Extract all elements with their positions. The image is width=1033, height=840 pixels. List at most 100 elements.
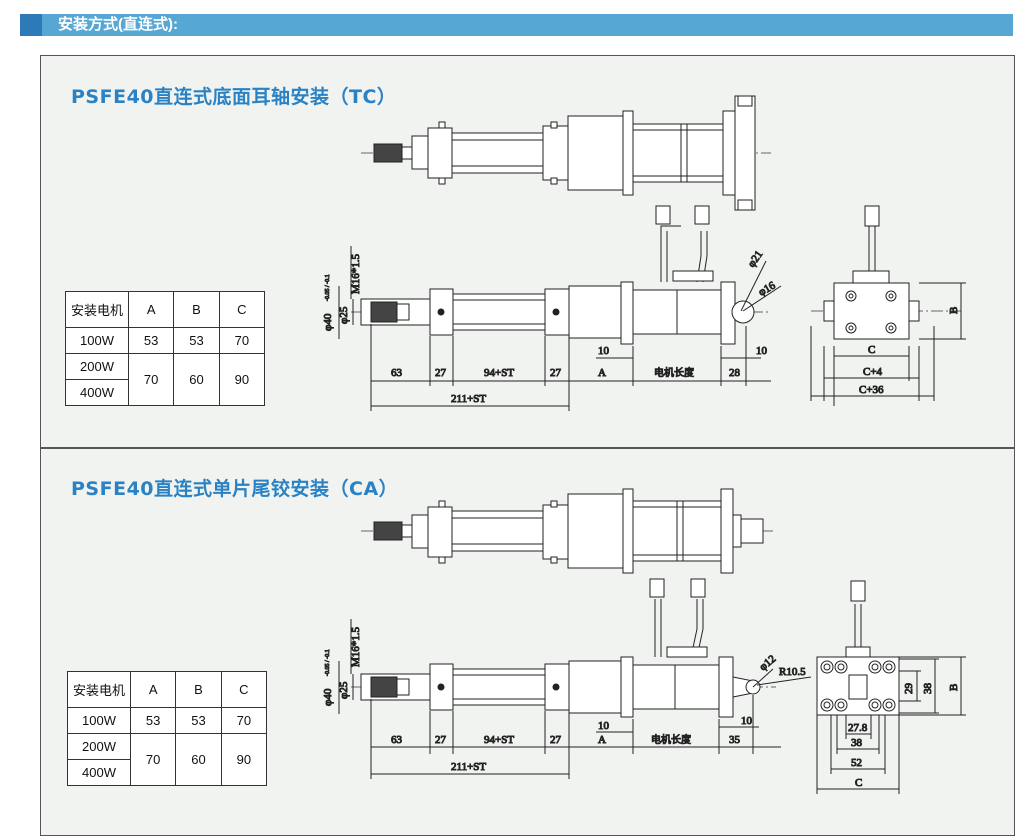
dim-c4: C+4 [863,366,883,378]
section-header-bar [20,14,1013,36]
cylinder-body [452,293,546,331]
coupling-housing [567,115,624,191]
dim-a: A [598,734,606,746]
dim-phi40: φ40 [322,313,334,331]
dim-c36: C+36 [859,384,884,396]
table-cell: 400W [65,379,129,406]
panel-title-ca: PSFE40直连式单片尾铰安装（CA） [71,478,399,500]
dim-thread: M16*1.5 [350,626,362,667]
table-cell: 400W [67,759,131,786]
dim-63: 63 [391,367,403,379]
dim-94st: 94+ST [484,734,514,746]
rod-thread [370,676,398,698]
dim-27: 27 [550,367,562,379]
table-cell: 200W [65,353,129,380]
front-cap [411,135,429,170]
table-cell: 70 [220,707,268,734]
dim-38: 38 [851,737,863,749]
dim-total: 211+ST [451,761,486,773]
table-cell: 70 [127,353,175,406]
table-cell: 60 [173,353,220,406]
front-flange [427,506,453,558]
connector [649,578,665,598]
rod-thread [373,521,403,541]
section-header-accent [20,14,42,36]
dim-phi40: φ40 [322,688,334,706]
dim-28: 28 [729,367,741,379]
dim-phi21: φ21 [746,249,766,270]
dim-tolerance: -0.05 / -0.1 [325,649,331,676]
table-cell: 90 [220,733,268,786]
table-cell: 53 [175,707,222,734]
dim-motor-length: 电机长度 [654,366,694,379]
dim-27: 27 [435,367,447,379]
coupling-housing [568,660,622,714]
clevis-tab [740,518,764,544]
dim-63: 63 [391,734,403,746]
dim-phi16: φ16 [757,279,778,298]
rod-thread [370,301,398,323]
rear-flange [542,504,569,560]
table-cell: 53 [129,707,177,734]
dim-35: 35 [729,734,741,746]
table-cell: 100W [65,327,129,354]
dim-10: 10 [598,345,610,357]
table-cell: 53 [127,327,175,354]
trunnion-block [734,95,756,211]
dim-94st: 94+ST [484,367,514,379]
panel-tc-mount: PSFE40直连式底面耳轴安装（TC） 安装电机 A B C 100W 53 5… [40,55,1015,448]
front-flange [427,127,453,179]
table-cell: 70 [129,733,177,786]
dim-motor-length: 电机长度 [651,733,691,746]
table-header: A [129,671,177,708]
coupling-housing [567,493,624,569]
dim-phi25: φ25 [338,681,350,699]
dim-38: 38 [922,683,934,695]
spec-table-tc: 安装电机 A B C 100W 53 53 70 200W 70 60 90 4… [65,291,266,406]
dim-27-8: 27.8 [848,722,868,734]
coupling-housing [568,285,622,339]
dim-thread: M16*1.5 [350,253,362,294]
technical-drawing-tc: 63 27 94+ST 27 A 电机长度 28 211+ST 10 10 φ2… [322,95,966,411]
dim-phi25: φ25 [338,306,350,324]
connector [690,578,706,598]
dim-r105: R10.5 [779,666,806,678]
spec-table-ca: 安装电机 A B C 100W 53 53 70 200W 70 60 90 4… [67,671,268,786]
technical-drawing-ca: 63 27 94+ST 27 A 电机长度 35 211+ST 10 10 φ1… [322,488,966,794]
table-header: C [218,291,266,328]
cylinder-body [452,668,546,706]
dim-b: B [948,684,960,691]
rear-flange [542,125,569,181]
rod-end [401,146,413,160]
rod-thread [373,143,403,163]
dim-10: 10 [741,715,753,727]
dim-c: C [868,344,875,356]
dim-c: C [855,777,862,789]
dim-b: B [948,307,960,314]
dim-10: 10 [598,720,610,732]
dim-10: 10 [756,345,768,357]
dim-a: A [598,367,606,379]
motor-body [632,664,720,710]
connector [864,205,880,227]
section-header-title: 安装方式(直连式): [58,16,178,33]
panel-ca-mount: PSFE40直连式单片尾铰安装（CA） 安装电机 A B C 100W 53 5… [40,448,1015,836]
table-header: 安装电机 [65,291,129,328]
trunnion-pin [731,300,755,324]
connector [850,580,866,602]
connector [694,205,710,225]
dim-phi12: φ12 [757,653,778,673]
dim-27: 27 [435,734,447,746]
dim-27: 27 [550,734,562,746]
dim-29: 29 [903,683,915,695]
dim-52: 52 [851,757,862,769]
cylinder-body [451,510,544,552]
connector [655,205,671,225]
front-cap [411,514,429,549]
end-view-body [833,282,910,340]
table-cell: 60 [175,733,222,786]
dim-total: 211+ST [451,393,486,405]
motor-body [632,123,724,183]
cylinder-body [451,132,544,174]
dim-tolerance: -0.05 / -0.1 [325,274,331,301]
